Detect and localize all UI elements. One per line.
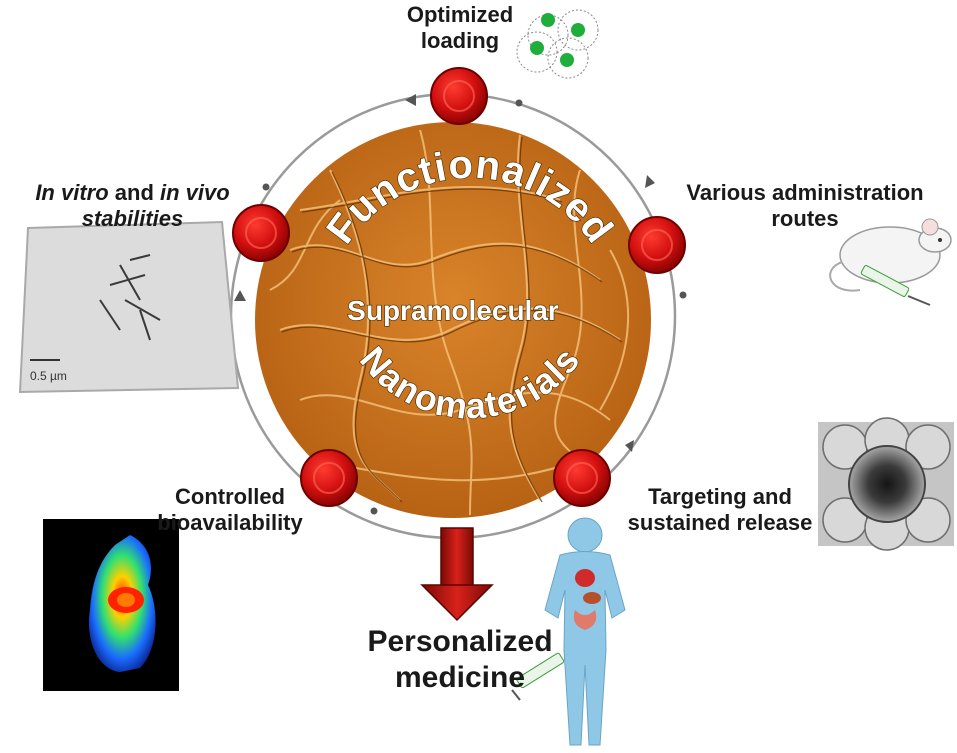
label-controlled-line1: Controlled — [175, 484, 285, 509]
node-top — [430, 67, 488, 125]
label-controlled: Controlled bioavailability — [150, 484, 310, 536]
tem-scale-label: 0.5 µm — [30, 369, 67, 383]
orbit-arrowhead-icon — [625, 440, 634, 452]
mouse-illustration — [829, 218, 952, 306]
orbit-arrowhead-icon — [234, 290, 246, 301]
label-optimized-loading-line1: Optimized — [406, 2, 514, 27]
label-admin-line1: Various administration — [686, 180, 924, 205]
label-controlled-line2: bioavailability — [157, 510, 303, 535]
label-administration-routes: Various administration routes — [660, 180, 950, 232]
label-targeting-line2: sustained release — [627, 510, 813, 535]
node-right — [628, 216, 686, 274]
title-supramolecular: Supramolecular — [347, 295, 559, 326]
label-personalized-medicine: Personalized medicine — [350, 624, 570, 696]
label-admin-line2: routes — [771, 206, 839, 231]
label-in-vitro: In vitro — [35, 180, 109, 205]
label-medicine: medicine — [394, 661, 526, 694]
label-in-vivo: in vivo — [160, 180, 230, 205]
node-bottom-right — [553, 449, 611, 507]
node-left — [232, 204, 290, 262]
label-optimized-loading-line2: loading — [420, 28, 500, 53]
micelle-illustration — [516, 9, 599, 79]
label-targeting: Targeting and sustained release — [620, 484, 820, 536]
cryo-tem-image — [818, 417, 954, 551]
tem-stability-image: 0.5 µm — [18, 220, 240, 394]
label-targeting-line1: Targeting and — [648, 484, 792, 509]
human-body-illustration — [511, 517, 626, 746]
label-stabilities-word: stabilities — [81, 206, 184, 231]
fluorescence-image — [43, 519, 179, 691]
orbit-arrowhead-icon — [405, 94, 416, 106]
supramolecular-sphere — [251, 118, 655, 522]
node-bottom-left — [300, 449, 358, 507]
label-personalized: Personalized — [367, 625, 553, 658]
label-optimized-loading: Optimized loading — [380, 2, 540, 54]
down-arrow-icon — [420, 527, 494, 622]
label-and: and — [108, 180, 160, 205]
orbit-arrowhead-icon — [645, 175, 655, 188]
label-stabilities: In vitro and in vivo stabilities — [20, 180, 245, 232]
